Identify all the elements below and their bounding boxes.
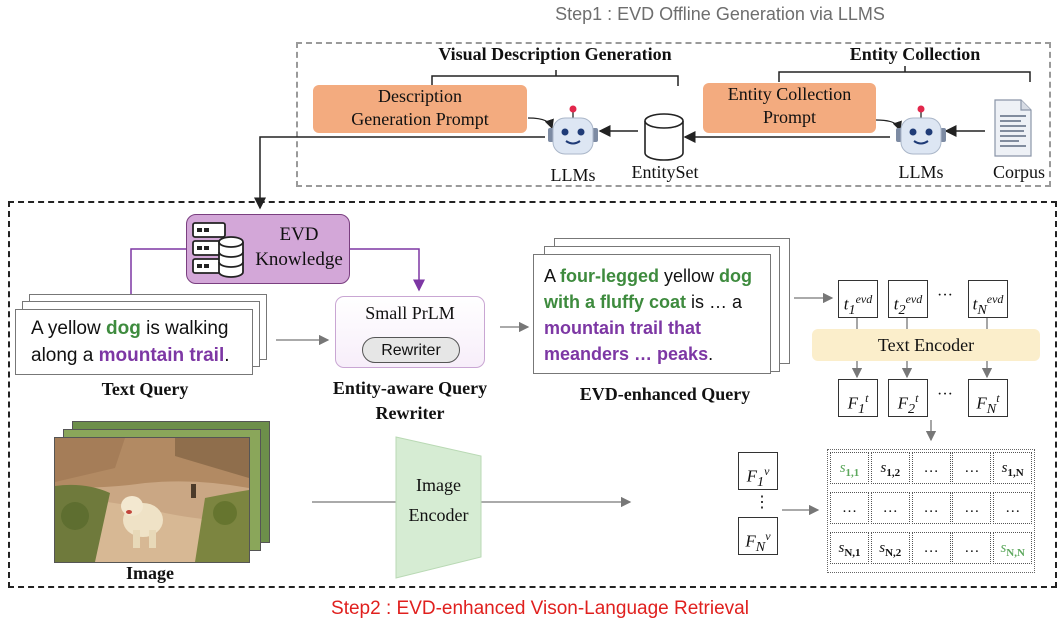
rewriter-button: Rewriter	[362, 337, 460, 363]
text-encoder: Text Encoder	[812, 329, 1040, 361]
evd-query-caption: EVD-enhanced Query	[579, 384, 751, 404]
ellipsis: ···	[937, 287, 953, 304]
step1-region	[296, 42, 1051, 187]
text-token-1: t1evd	[838, 280, 878, 318]
image-feature-1: F1v	[738, 452, 778, 490]
text-feature-1: F1t	[838, 379, 878, 417]
step2-region	[8, 201, 1057, 588]
similarity-cell: sN,2	[870, 532, 910, 564]
similarity-cell: …	[993, 492, 1033, 524]
entity-collection-prompt: Entity Collection Prompt	[703, 83, 876, 133]
similarity-cell: sN,1	[830, 532, 869, 564]
visual-description-title: Visual Description Generation	[438, 44, 672, 64]
similarity-cell: …	[911, 492, 951, 524]
entity-collection-title: Entity Collection	[849, 44, 981, 64]
llms-label-left: LLMs	[550, 165, 596, 185]
similarity-matrix	[827, 449, 1035, 573]
evd-knowledge-label: EVD Knowledge	[255, 224, 343, 270]
dog-photo	[54, 437, 250, 563]
similarity-cell: sN,N	[993, 532, 1033, 564]
similarity-cell: s1,N	[993, 452, 1033, 484]
similarity-cell: s1,2	[870, 452, 910, 484]
text-token-2: t2evd	[888, 280, 928, 318]
ellipsis: ···	[937, 386, 953, 403]
server-database-icon	[192, 222, 244, 278]
similarity-cell: …	[952, 452, 992, 484]
small-prlm-label: Small PrLM	[365, 303, 455, 323]
image-feature-n: FNv	[738, 517, 778, 555]
rewriter-caption: Entity-aware Query Rewriter	[332, 378, 488, 423]
similarity-cell: …	[830, 492, 869, 524]
text-feature-n: FNt	[968, 379, 1008, 417]
image-encoder-label: Image Encoder	[408, 475, 469, 525]
entityset-label: EntitySet	[631, 162, 699, 182]
similarity-cell: …	[911, 452, 951, 484]
text-query-card: A yellow dog is walking along a mountain…	[15, 309, 253, 375]
image-caption: Image	[126, 563, 174, 583]
similarity-cell: …	[870, 492, 910, 524]
vertical-ellipsis: ⋮	[754, 494, 770, 511]
text-feature-2: F2t	[888, 379, 928, 417]
similarity-cell: s1,1	[830, 452, 869, 484]
corpus-label: Corpus	[993, 162, 1046, 182]
llms-label-right: LLMs	[898, 162, 944, 182]
robot-icon	[896, 105, 946, 155]
step1-title: Step1 : EVD Offline Generation via LLMS	[555, 4, 885, 24]
description-generation-prompt: Description Generation Prompt	[313, 85, 527, 133]
text-query-caption: Text Query	[101, 379, 189, 399]
similarity-cell: …	[952, 492, 992, 524]
database-icon	[644, 113, 684, 161]
document-icon	[994, 99, 1032, 157]
evd-query-card: A four-legged yellow dog with a fluffy c…	[533, 254, 771, 374]
similarity-cell: …	[911, 532, 951, 564]
robot-icon	[548, 105, 598, 155]
step2-title: Step2 : EVD-enhanced Vison-Language Retr…	[331, 598, 749, 619]
text-token-n: tNevd	[968, 280, 1008, 318]
similarity-cell: …	[952, 532, 992, 564]
